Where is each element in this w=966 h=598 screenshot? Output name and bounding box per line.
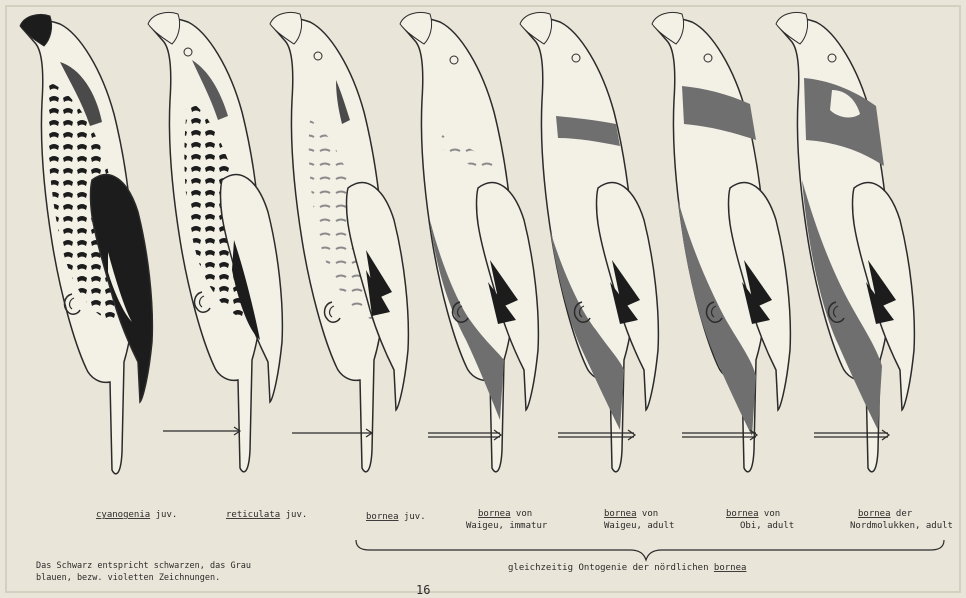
- svg-text:bornea von: bornea von: [478, 509, 532, 519]
- caption-1: cyanogenia juv.: [96, 510, 177, 520]
- svg-text:Obi, adult: Obi, adult: [740, 521, 794, 531]
- svg-text:Waigeu, adult: Waigeu, adult: [604, 521, 674, 531]
- bracket-caption: gleichzeitig Ontogenie der nördlichen bo…: [508, 563, 746, 573]
- svg-text:bornea von: bornea von: [726, 509, 780, 519]
- page-number: 16: [416, 583, 430, 597]
- svg-text:bornea der: bornea der: [858, 509, 913, 519]
- svg-text:bornea von: bornea von: [604, 509, 658, 519]
- footnote-line-1: Das Schwarz entspricht schwarzen, das Gr…: [36, 561, 251, 571]
- svg-text:Nordmolukken, adult: Nordmolukken, adult: [850, 521, 953, 531]
- svg-text:Waigeu, immatur: Waigeu, immatur: [466, 521, 548, 531]
- footnote-line-2: blauen, bezw. violetten Zeichnungen.: [36, 573, 220, 583]
- caption-2: reticulata juv.: [226, 510, 307, 520]
- caption-3: bornea juv.: [366, 512, 426, 522]
